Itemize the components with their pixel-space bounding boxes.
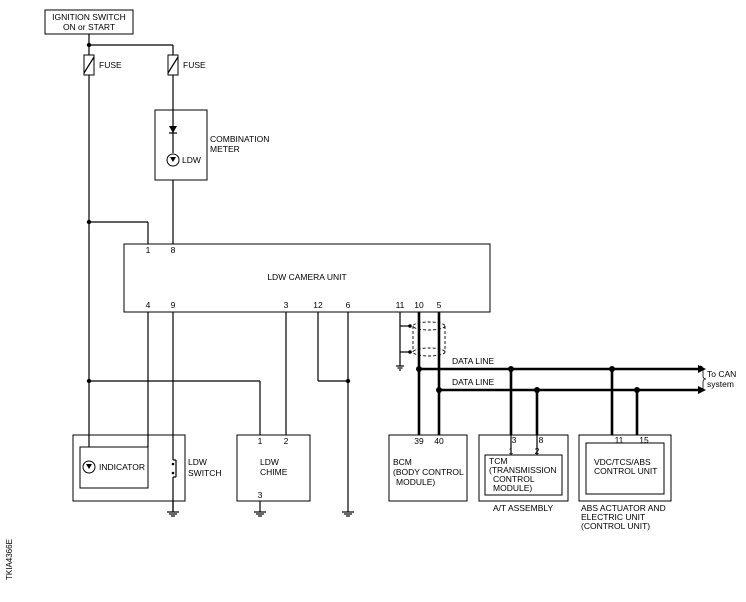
ignition-label-2: ON or START	[63, 22, 115, 32]
chime-pin-3: 3	[258, 490, 263, 500]
abs-label-3: (CONTROL UNIT)	[581, 521, 650, 531]
fuse-2	[167, 54, 179, 76]
ground-icon	[342, 511, 354, 517]
pin-6: 6	[346, 300, 351, 310]
data-line-2-label: DATA LINE	[452, 377, 495, 387]
meter-ldw-label: LDW	[182, 155, 201, 165]
pin-12: 12	[313, 300, 323, 310]
ground-icon	[167, 511, 179, 517]
tcm-label-2: (TRANSMISSION	[489, 465, 557, 475]
bcm-label-3: MODULE)	[396, 477, 435, 487]
at-assembly-label: A/T ASSEMBLY	[493, 503, 553, 513]
ldw-camera-unit	[123, 243, 491, 313]
switch-label-2: SWITCH	[188, 468, 222, 478]
figure-code: TKIA4366E	[5, 539, 14, 580]
can-label-1: To CAN	[707, 369, 736, 379]
fuse-2-label: FUSE	[183, 60, 206, 70]
meter-label-1: COMBINATION	[210, 134, 269, 144]
fuse-1-label: FUSE	[99, 60, 122, 70]
bcm-pin-39: 39	[414, 436, 424, 446]
bcm-pin-40: 40	[434, 436, 444, 446]
switch-icon	[171, 435, 177, 501]
switch-label-1: LDW	[188, 457, 207, 467]
camera-unit-label: LDW CAMERA UNIT	[267, 272, 346, 282]
tcm-label-4: MODULE)	[493, 483, 532, 493]
at-pin-8: 8	[539, 435, 544, 445]
ignition-switch-box	[44, 9, 134, 35]
pin-5: 5	[437, 300, 442, 310]
pin-3: 3	[284, 300, 289, 310]
pin-4: 4	[146, 300, 151, 310]
bcm-label-2: (BODY CONTROL	[393, 467, 464, 477]
abs-pin-15: 15	[639, 435, 649, 445]
chime-pin-1: 1	[258, 436, 263, 446]
chime-label-2: CHIME	[260, 467, 288, 477]
tcm-label-1: TCM	[489, 456, 507, 466]
abs-control-unit-box	[585, 442, 665, 495]
at-pin-3: 3	[512, 435, 517, 445]
tcm-pin-1: 1	[509, 446, 514, 456]
bcm-box	[388, 434, 468, 502]
abs-label-2: ELECTRIC UNIT	[581, 512, 645, 522]
abs-unit-label-1: VDC/TCS/ABS	[594, 457, 651, 467]
ignition-label-1: IGNITION SWITCH	[52, 12, 126, 22]
chime-pin-2: 2	[284, 436, 289, 446]
abs-label-1: ABS ACTUATOR AND	[581, 503, 666, 513]
meter-label-2: METER	[210, 144, 240, 154]
combination-meter-box	[154, 109, 208, 181]
abs-pin-11: 11	[615, 435, 624, 445]
ground-icon	[254, 511, 266, 517]
pin-8: 8	[171, 245, 176, 255]
twisted-pair-shield	[412, 321, 446, 357]
abs-unit-label-2: CONTROL UNIT	[594, 466, 657, 476]
pin-11: 11	[396, 300, 405, 310]
data-line-1-label: DATA LINE	[452, 356, 495, 366]
indicator-label: INDICATOR	[99, 462, 145, 472]
pin-9: 9	[171, 300, 176, 310]
can-label-2: system	[707, 379, 734, 389]
pin-1: 1	[146, 245, 151, 255]
ldw-chime-box	[236, 434, 311, 502]
diode-icon	[169, 126, 177, 133]
tcm-box	[484, 454, 563, 496]
pin-10: 10	[414, 300, 424, 310]
tcm-pin-2: 2	[535, 446, 540, 456]
bcm-label-1: BCM	[393, 457, 412, 467]
tcm-label-3: CONTROL	[493, 474, 535, 484]
chime-label-1: LDW	[260, 457, 279, 467]
fuse-1	[83, 54, 95, 76]
